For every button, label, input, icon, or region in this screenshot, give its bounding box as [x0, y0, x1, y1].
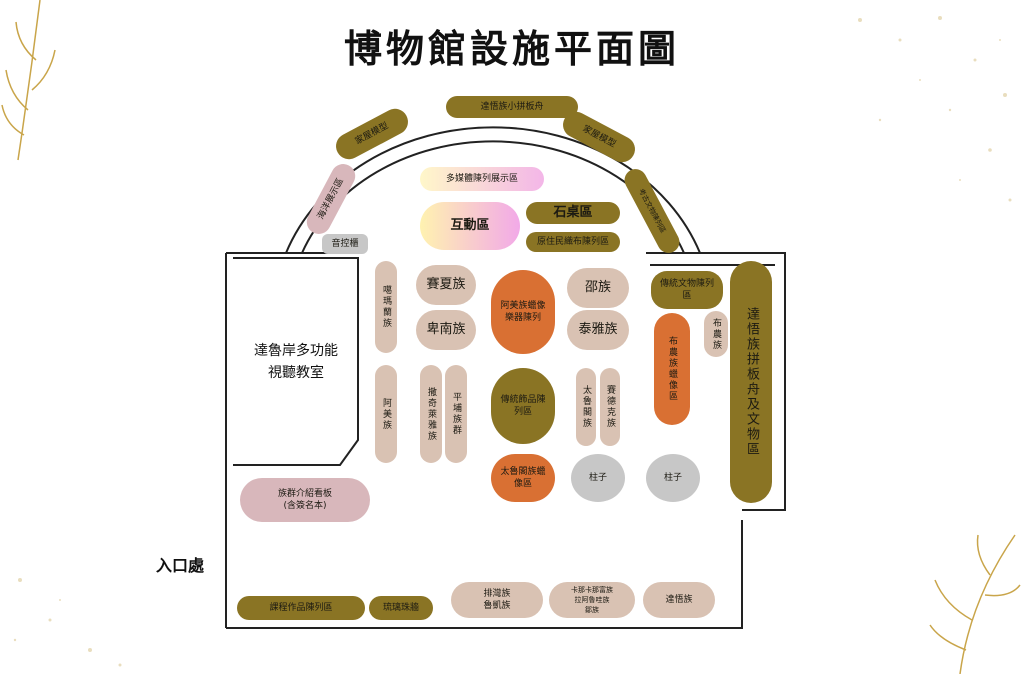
pillar-2: 柱子	[646, 454, 700, 502]
page-title: 博物館設施平面圖	[343, 27, 680, 71]
pingpu-area: 平埔族群	[445, 365, 467, 463]
bunun-wax-area: 布農族蠟像區	[654, 313, 690, 425]
left-wall	[225, 252, 348, 628]
sound-control-cabinet: 音控櫃	[322, 234, 368, 254]
traditional-artifacts-area: 傳統文物陳列區	[651, 271, 723, 309]
tao-boat-area: 達悟族拼板舟及文物區	[730, 261, 772, 503]
interactive-area: 互動區	[420, 202, 520, 250]
gold-speckle-bottom-left	[13, 578, 122, 667]
truku-wax-area: 太魯閣族蠟像區	[491, 454, 555, 502]
tsou-area: 泰雅族	[567, 310, 629, 350]
classroom-wall	[233, 257, 359, 466]
right-wall	[646, 252, 786, 511]
traditional-ornament-area: 傳統飾品陳列區	[491, 368, 555, 444]
kanakanavu-area: 撒奇萊雅族	[420, 365, 442, 463]
paiwan-rukai-area: 排灣族 魯凱族	[451, 582, 543, 618]
thao-area: 邵族	[567, 268, 629, 308]
multimedia-area: 多媒體陳列展示區	[420, 167, 544, 191]
classroom-label: 達魯岸多功能 視聽教室	[236, 340, 356, 384]
bunun-area: 布農族	[704, 311, 728, 357]
gold-speckle-top-right	[858, 16, 1012, 202]
stone-table-area: 石桌區	[526, 202, 620, 224]
course-works-area: 課程作品陳列區	[237, 596, 365, 620]
classroom-label-line2: 視聽教室	[268, 365, 324, 381]
ethnic-intro-board: 族群介紹看板 (含簽名本)	[240, 478, 370, 522]
saisiyat-area: 賽夏族	[416, 265, 476, 305]
tao-area: 達悟族	[643, 582, 715, 618]
leaf-sprig-top-left	[1, 0, 56, 161]
kanakanavu-group-area: 卡那卡那富族 拉阿魯哇族 鄒族	[549, 582, 635, 618]
bottom-wall	[226, 520, 743, 629]
indigenous-weaving-area: 原住民織布陳列區	[526, 232, 620, 252]
truku-area: 太魯閣族	[576, 368, 596, 446]
classroom-label-line1: 達魯岸多功能	[254, 343, 338, 359]
amis-wax-area: 阿美族蠟像樂器陳列	[491, 270, 555, 354]
tao-small-boat-area: 達悟族小拼板舟	[446, 96, 578, 118]
amis-left-area: 阿美族	[375, 365, 397, 463]
pillar-1: 柱子	[571, 454, 625, 502]
leaf-sprig-bottom-right	[929, 534, 1021, 674]
entrance-label: 入口處	[156, 556, 205, 575]
kavalan-area: 噶瑪蘭族	[375, 261, 397, 353]
puyuma-area: 卑南族	[416, 310, 476, 350]
seediq-area: 賽德克族	[600, 368, 620, 446]
glass-beads-wall: 琉璃珠牆	[369, 596, 433, 620]
